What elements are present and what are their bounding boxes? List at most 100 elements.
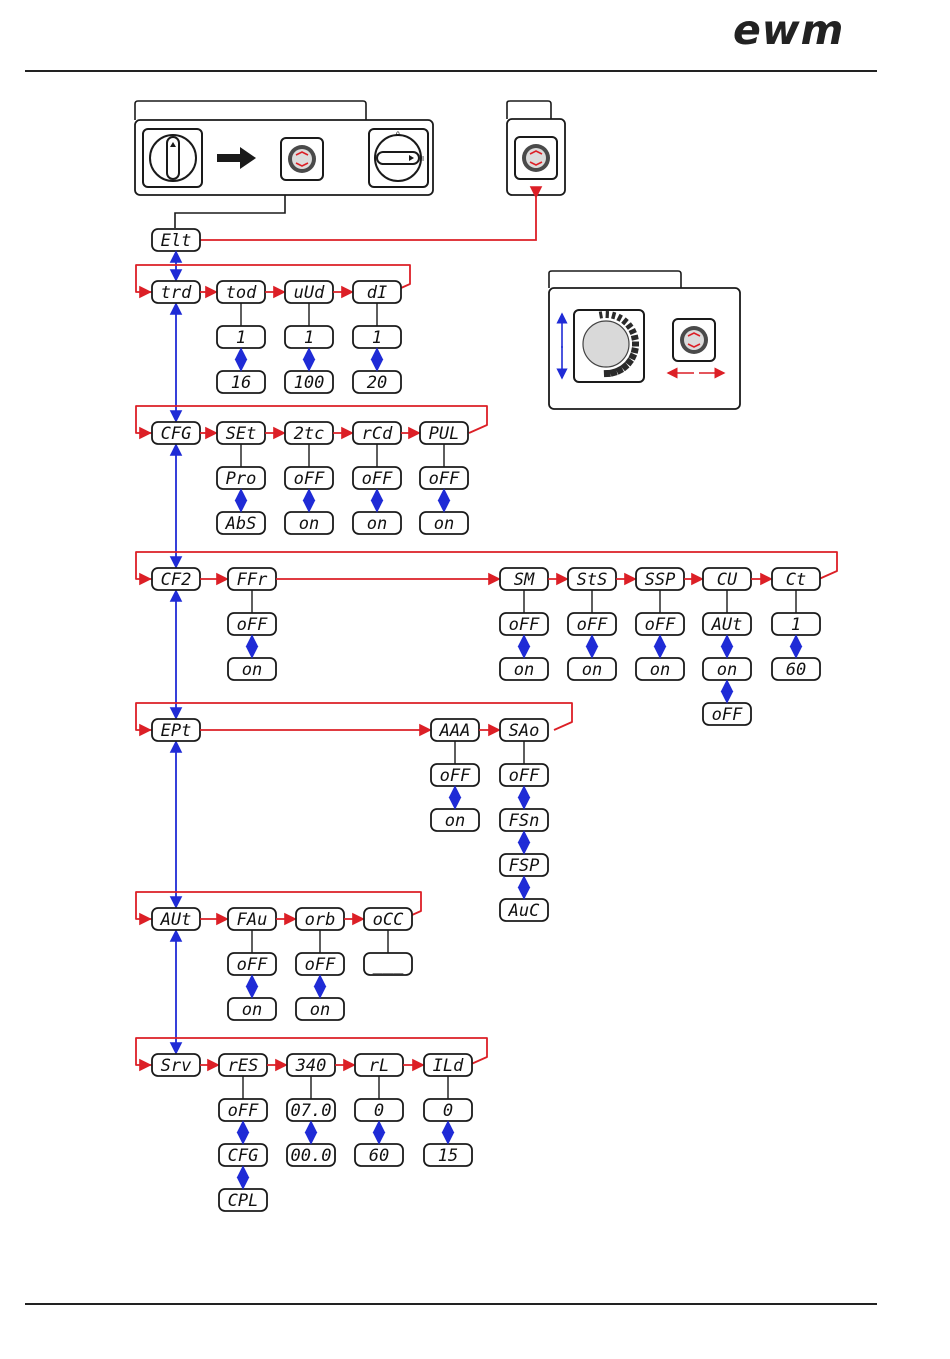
menu-item-2-4-text: CU [717, 570, 738, 590]
menu-value-5-0-0: oFF [219, 1099, 267, 1121]
menu-value-2-4-2: oFF [703, 703, 751, 725]
menu-item-4-0-text: FAu [237, 910, 268, 930]
menu-main-4: AUt [152, 908, 200, 930]
menu-value-2-5-1: 60 [772, 658, 820, 680]
menu-value-2-4-1: on [703, 658, 751, 680]
menu-item-0-1-text: uUd [294, 283, 325, 303]
menu-value-3-0-0-text: oFF [440, 766, 471, 786]
menu-item-2-2: StS [568, 568, 616, 590]
menu-item-1-3: PUL [420, 422, 468, 444]
menu-value-5-1-1-text: 00.0 [291, 1146, 332, 1166]
menu-value-1-1-0: oFF [285, 467, 333, 489]
control-panel-power: 0 I [135, 101, 433, 228]
menu-value-0-1-0-text: 1 [304, 328, 314, 348]
menu-value-1-1-1: on [285, 512, 333, 534]
menu-value-3-1-0: oFF [500, 764, 548, 786]
menu-value-4-0-0: oFF [228, 953, 276, 975]
menu-value-1-3-1: on [420, 512, 468, 534]
menu-value-5-2-0: 0 [355, 1099, 403, 1121]
menu-item-4-0: FAu [228, 908, 276, 930]
menu-value-5-0-0-text: oFF [228, 1101, 259, 1121]
menu-item-1-1: 2tc [285, 422, 333, 444]
menu-value-3-0-1: on [431, 809, 479, 831]
menu-value-2-4-0-text: AUt [711, 615, 743, 635]
menu-value-2-3-1: on [636, 658, 684, 680]
menu-value-1-3-0: oFF [420, 467, 468, 489]
menu-item-1-3-text: PUL [429, 424, 460, 444]
menu-value-2-2-1: on [568, 658, 616, 680]
menu-value-2-2-0-text: oFF [577, 615, 608, 635]
menu-item-0-1: uUd [285, 281, 333, 303]
menu-value-3-1-1: FSn [500, 809, 548, 831]
menu-main-3: EPt [152, 719, 200, 741]
menu-item-2-0-text: FFr [237, 570, 268, 590]
control-panel-button [507, 101, 565, 195]
push-button-icon[interactable] [673, 319, 715, 361]
menu-value-5-0-2: CPL [219, 1189, 267, 1211]
menu-value-0-0-1: 16 [217, 371, 265, 393]
menu-value-1-0-0-text: Pro [226, 469, 257, 489]
menu-value-5-1-0-text: 07.0 [291, 1101, 332, 1121]
menu-value-2-1-1: on [500, 658, 548, 680]
menu-item-2-2-text: StS [577, 570, 608, 590]
menu-value-1-1-1-text: on [299, 514, 319, 534]
menu-value-1-2-0-text: oFF [362, 469, 393, 489]
menu-value-0-0-0: 1 [217, 326, 265, 348]
menu-value-4-2-0-text: ___ [373, 955, 404, 975]
menu-main-5-text: Srv [161, 1056, 192, 1076]
push-button-icon[interactable] [281, 138, 323, 180]
menu-value-2-5-0-text: 1 [791, 615, 801, 635]
menu-value-1-2-1: on [353, 512, 401, 534]
menu-value-4-1-0: oFF [296, 953, 344, 975]
menu-item-2-3-text: SSP [645, 570, 676, 590]
menu-value-1-2-1-text: on [367, 514, 387, 534]
menu-value-4-1-1-text: on [310, 1000, 330, 1020]
rotary-knob-icon[interactable] [574, 310, 644, 382]
menu-value-1-0-0: Pro [217, 467, 265, 489]
menu-main-0: trd [152, 281, 200, 303]
menu-item-0-2: dI [353, 281, 401, 303]
menu-item-3-1-text: SAo [509, 721, 540, 741]
menu-item-1-1-text: 2tc [294, 424, 325, 444]
menu-item-5-1: 340 [287, 1054, 335, 1076]
menu-main-4-text: AUt [160, 910, 192, 930]
menu-value-1-0-1-text: AbS [225, 514, 257, 534]
menu-value-5-3-1: 15 [424, 1144, 472, 1166]
rotary-switch-on-icon[interactable]: 0 I [369, 129, 428, 187]
menu-value-0-1-0: 1 [285, 326, 333, 348]
menu-value-5-3-1-text: 15 [438, 1146, 458, 1166]
menu-value-4-1-0-text: oFF [305, 955, 336, 975]
menu-value-4-0-0-text: oFF [237, 955, 268, 975]
menu-value-2-3-1-text: on [650, 660, 670, 680]
menu-main-5: Srv [152, 1054, 200, 1076]
menu-item-5-0-text: rES [228, 1056, 259, 1076]
menu-item-2-5: Ct [772, 568, 820, 590]
menu-value-0-2-0-text: 1 [372, 328, 382, 348]
menu-value-2-5-1-text: 60 [786, 660, 806, 680]
menu-item-0-0-text: tod [226, 283, 257, 303]
menu-item-4-1-text: orb [305, 910, 336, 930]
menu-value-2-3-0-text: oFF [645, 615, 676, 635]
menu-value-3-0-1-text: on [445, 811, 465, 831]
menu-value-5-2-1: 60 [355, 1144, 403, 1166]
menu-value-5-3-0: 0 [424, 1099, 472, 1121]
menu-value-0-1-1-text: 100 [294, 373, 325, 393]
menu-value-0-2-0: 1 [353, 326, 401, 348]
menu-item-1-0: SEt [217, 422, 265, 444]
menu-value-2-4-2-text: oFF [712, 705, 743, 725]
push-button-icon[interactable] [515, 137, 557, 179]
menu-value-3-1-1-text: FSn [509, 811, 540, 831]
menu-value-5-1-1: 00.0 [287, 1144, 335, 1166]
menu-value-1-3-0-text: oFF [429, 469, 460, 489]
menu-item-1-2-text: rCd [362, 424, 393, 444]
menu-value-4-0-1: on [228, 998, 276, 1020]
menu-item-2-1: SM [500, 568, 548, 590]
menu-main-2: CF2 [152, 568, 200, 590]
menu-item-2-4: CU [703, 568, 751, 590]
menu-value-3-1-2-text: FSP [509, 856, 540, 876]
menu-exit-text: Elt [161, 231, 192, 251]
rotary-switch-off-icon[interactable] [143, 129, 202, 187]
menu-value-1-2-0: oFF [353, 467, 401, 489]
menu-value-1-0-1: AbS [217, 512, 265, 534]
